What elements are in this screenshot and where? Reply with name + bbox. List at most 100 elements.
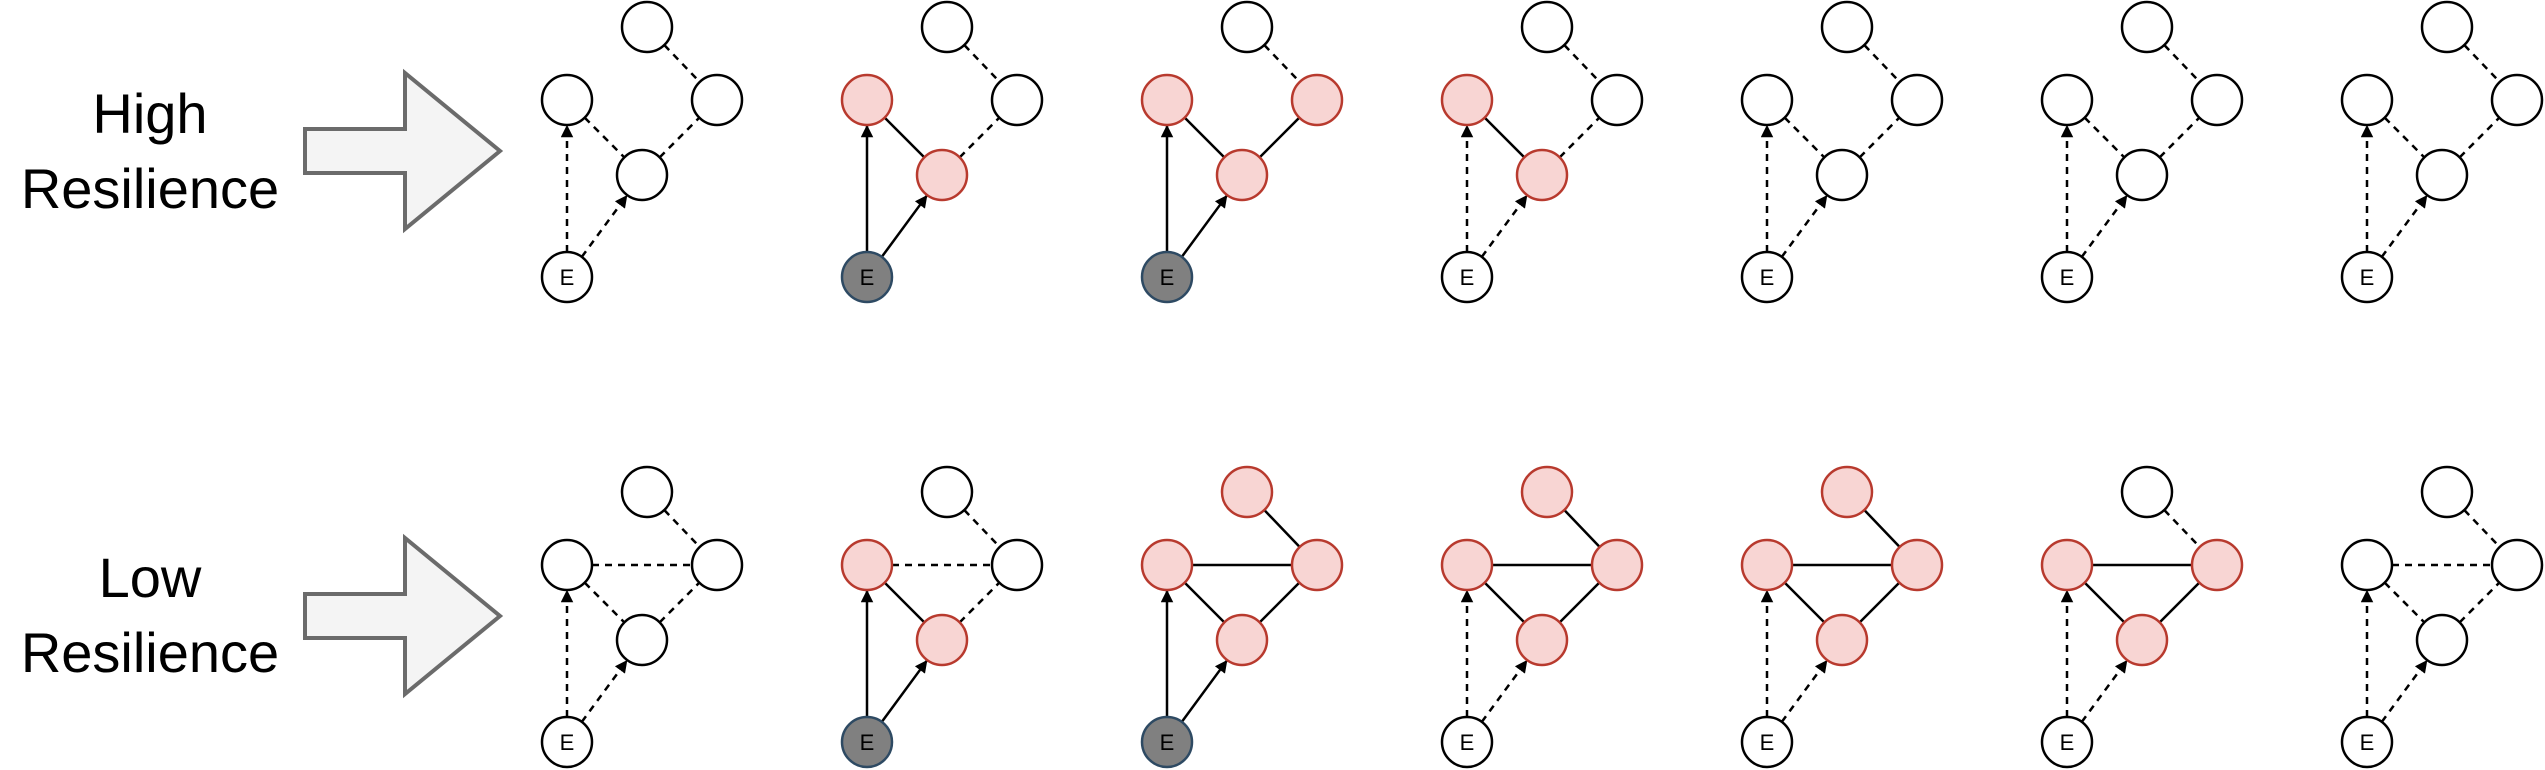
high-resilience-label: High Resilience <box>0 76 300 226</box>
entry-node-label: E <box>560 265 575 290</box>
low-step-4-graph: E <box>1440 465 1644 769</box>
low-step-2-graph: E <box>840 465 1044 769</box>
node-right <box>1590 73 1644 127</box>
node-right <box>2190 73 2244 127</box>
node-mid <box>2415 148 2469 202</box>
edge-E-mid <box>1480 659 1528 723</box>
low-resilience-label: Low Resilience <box>0 540 300 690</box>
entry-node <box>2340 250 2394 304</box>
entry-node <box>1140 250 1194 304</box>
node-left <box>840 538 894 592</box>
entry-node <box>1740 250 1794 304</box>
node-mid <box>615 148 669 202</box>
high-step-1-graph: E <box>540 0 744 304</box>
node-mid <box>1515 148 1569 202</box>
node-right <box>1290 73 1344 127</box>
node-top <box>2120 465 2174 519</box>
node-top <box>1520 0 1574 54</box>
edge-mid-right <box>2158 581 2201 624</box>
edge-left-mid <box>1783 581 1826 624</box>
entry-node <box>840 715 894 769</box>
edge-mid-right <box>1258 116 1301 159</box>
low-step-1-graph: E <box>540 465 744 769</box>
entry-node <box>540 250 594 304</box>
edge-mid-right <box>658 116 701 159</box>
high-resilience-label-line-2: Resilience <box>20 157 280 220</box>
node-top <box>1820 0 1874 54</box>
low-step-6-graph: E <box>2040 465 2244 769</box>
edge-top-right <box>1263 44 1301 83</box>
edge-left-mid <box>2383 581 2426 624</box>
entry-node-label: E <box>860 265 875 290</box>
node-top <box>1820 465 1874 519</box>
node-right <box>1890 538 1944 592</box>
node-right <box>690 538 744 592</box>
node-top <box>2120 0 2174 54</box>
edge-mid-right <box>1858 116 1901 159</box>
entry-node <box>2040 715 2094 769</box>
edge-mid-right <box>1258 581 1301 624</box>
entry-node-label: E <box>1760 730 1775 755</box>
high-step-3-graph: E <box>1140 0 1344 304</box>
edge-left-mid <box>2083 116 2126 159</box>
edge-mid-right <box>2158 116 2201 159</box>
entry-node-label: E <box>2060 265 2075 290</box>
edge-E-mid <box>2080 194 2128 258</box>
edge-E-mid <box>1180 659 1228 723</box>
node-top <box>1520 465 1574 519</box>
entry-node <box>2040 250 2094 304</box>
edge-top-right <box>2163 44 2201 83</box>
node-top <box>920 0 974 54</box>
edge-top-right <box>963 509 1001 548</box>
edge-left-mid <box>1183 581 1226 624</box>
node-mid <box>615 613 669 667</box>
edge-E-mid <box>880 194 928 258</box>
node-right <box>1290 538 1344 592</box>
edge-left-mid <box>2083 581 2126 624</box>
edge-top-right <box>2463 509 2501 548</box>
node-mid <box>1215 613 1269 667</box>
high-step-2-graph: E <box>840 0 1044 304</box>
node-left <box>540 538 594 592</box>
high-step-7-graph: E <box>2340 0 2544 304</box>
edge-left-mid <box>1183 116 1226 159</box>
node-left <box>2040 73 2094 127</box>
node-left <box>1440 73 1494 127</box>
edge-E-mid <box>880 659 928 723</box>
node-left <box>2340 538 2394 592</box>
edge-left-mid <box>883 581 926 624</box>
node-mid <box>2115 613 2169 667</box>
entry-node <box>540 715 594 769</box>
entry-node-label: E <box>1760 265 1775 290</box>
node-mid <box>2415 613 2469 667</box>
entry-node <box>1440 250 1494 304</box>
edge-top-right <box>1563 44 1601 83</box>
edge-top-right <box>1563 509 1601 548</box>
node-mid <box>1815 613 1869 667</box>
edge-top-right <box>963 44 1001 83</box>
entry-node-label: E <box>1460 265 1475 290</box>
node-right <box>2490 73 2544 127</box>
node-left <box>1740 538 1794 592</box>
edge-E-mid <box>1780 659 1828 723</box>
edge-left-mid <box>1783 116 1826 159</box>
node-top <box>620 0 674 54</box>
edge-top-right <box>2163 509 2201 548</box>
node-left <box>840 73 894 127</box>
entry-node <box>1140 715 1194 769</box>
edge-mid-right <box>1558 116 1601 159</box>
node-top <box>620 465 674 519</box>
low-step-5-graph: E <box>1740 465 1944 769</box>
entry-node <box>1440 715 1494 769</box>
node-top <box>1220 465 1274 519</box>
low-step-3-graph: E <box>1140 465 1344 769</box>
node-mid <box>2115 148 2169 202</box>
low-resilience-arrow-icon <box>303 533 504 699</box>
entry-node <box>1740 715 1794 769</box>
node-right <box>990 538 1044 592</box>
edge-top-right <box>663 44 701 83</box>
edge-E-mid <box>1780 194 1828 258</box>
node-right <box>990 73 1044 127</box>
edge-mid-right <box>958 116 1001 159</box>
node-mid <box>915 613 969 667</box>
